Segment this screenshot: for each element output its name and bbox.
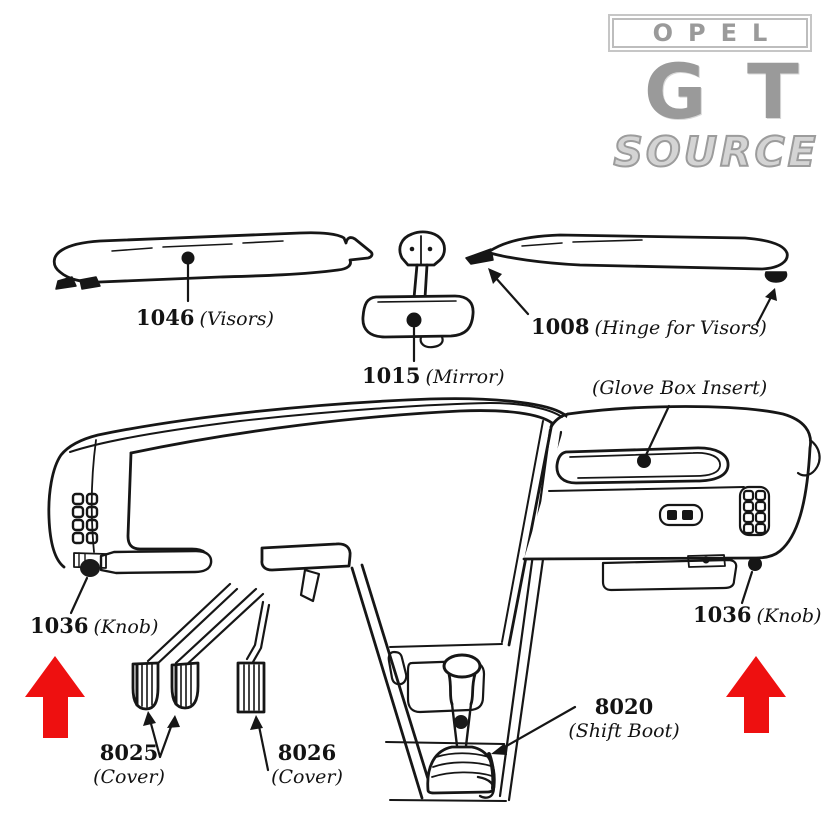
red-up-arrow-right: [726, 656, 786, 733]
label-shift-boot: 8020 (Shift Boot): [568, 694, 680, 742]
pedal-arm-2: [174, 587, 265, 670]
label-mirror: 1015 (Mirror): [362, 363, 505, 388]
dash-cluster-drawing: [47, 397, 579, 647]
left-knob-drawing: [69, 552, 107, 615]
glovebox-insert-dot: [637, 454, 651, 468]
source-logo-text: SOURCE: [612, 128, 819, 176]
cover-8025-arrowhead-2: [167, 715, 180, 728]
label-glove-box-insert: (Glove Box Insert): [592, 377, 768, 399]
shift-boot-drawing: [426, 653, 496, 799]
hinge-leader-right: [755, 297, 772, 326]
pedal-covers-drawing: [131, 661, 266, 714]
opel-gt-source-logo: OPEL GT SOURCE: [596, 10, 834, 175]
cover-callout-arrows: [143, 711, 270, 772]
glovebox-insert-leader: [644, 404, 671, 457]
shift-boot-arrowhead: [491, 743, 507, 755]
right-visor-drawing: [465, 233, 789, 326]
knob-left-leader: [69, 576, 89, 615]
red-up-arrow-left: [25, 656, 85, 738]
right-vent-grid: [738, 485, 771, 537]
knob-right-leader: [740, 570, 754, 605]
pedal-arm-1: [146, 582, 239, 668]
cover-8025-arrowhead-1: [143, 711, 156, 726]
pedal-arm-3: [245, 600, 271, 664]
dash-latch-handle: [658, 503, 704, 527]
left-visor-drawing: [52, 231, 374, 303]
label-hinge-for-visors: 1008 (Hinge for Visors): [531, 314, 767, 339]
dash-glovebox-drawing: [522, 404, 821, 605]
mirror-callout-dot: [406, 312, 422, 328]
console-drawing: [131, 428, 577, 802]
label-knob-left: 1036 (Knob): [30, 613, 159, 638]
hinge-arrowhead-left: [488, 268, 502, 284]
knob-right-callout-dot: [748, 557, 762, 571]
shift-boot-leader: [501, 705, 577, 750]
label-knob-right: 1036 (Knob): [693, 602, 822, 627]
cover-8026-arrowhead: [250, 715, 263, 730]
glovebox-door: [601, 558, 738, 592]
visor-callout-dot: [181, 251, 195, 265]
opel-badge: OPEL: [608, 14, 812, 52]
label-cover-8026: 8026 (Cover): [271, 740, 343, 788]
left-vent-grid: [71, 492, 99, 545]
mirror-drawing: [361, 230, 475, 363]
label-visors: 1046 (Visors): [136, 305, 274, 330]
hinge-arrowhead-right: [765, 288, 777, 301]
opel-badge-text: OPEL: [652, 19, 783, 47]
label-cover-8025: 8025 (Cover): [93, 740, 165, 788]
hinge-leader-left: [493, 275, 530, 316]
gt-logo-text: GT: [644, 47, 840, 136]
